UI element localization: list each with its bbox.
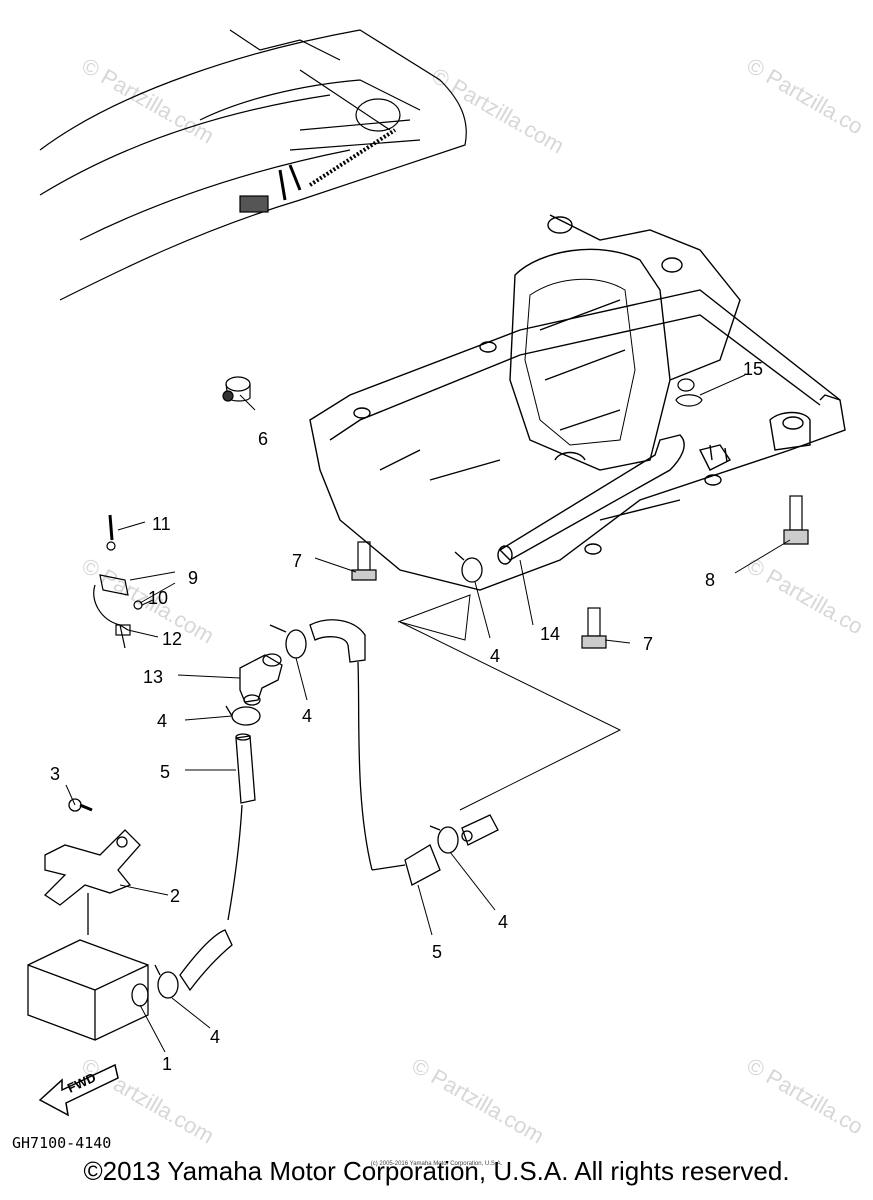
callout-3: 3	[50, 764, 60, 784]
callout-2: 2	[170, 886, 180, 906]
watermark: © Partzilla.com	[408, 1053, 549, 1149]
hose-14	[497, 434, 685, 565]
callout-1: 1	[162, 1054, 172, 1074]
callout-14: 14	[540, 624, 560, 644]
callout-11: 11	[152, 514, 171, 534]
watermark: © Partzilla.com	[78, 53, 219, 149]
callout-4: 4	[498, 912, 508, 932]
callout-5: 5	[432, 942, 442, 962]
callout-9: 9	[188, 568, 198, 588]
callouts: 6 15 7 7 8 14 4 11 9 10 12 13 4 4 5 3 2 …	[50, 359, 763, 1074]
callout-10: 10	[148, 588, 168, 608]
callout-4: 4	[210, 1027, 220, 1047]
callout-4: 4	[302, 706, 312, 726]
callout-13: 13	[143, 667, 163, 687]
hull-illustration	[39, 29, 467, 301]
hose-clamps-4	[154, 551, 483, 999]
diagram-code: GH7100-4140	[12, 1134, 111, 1152]
callout-8: 8	[705, 570, 715, 590]
callout-12: 12	[162, 629, 182, 649]
tiny-notice: (c) 2005-2016 Yamaha Motor Corporation, …	[370, 1161, 503, 1167]
bolts	[351, 495, 809, 649]
callout-6: 6	[258, 429, 268, 449]
copyright-footer: ©2013 Yamaha Motor Corporation, U.S.A. A…	[83, 1156, 790, 1186]
hose-5	[227, 619, 499, 921]
watermark: © Partzilla.co	[743, 1053, 868, 1140]
callout-4: 4	[490, 646, 500, 666]
elbow-fitting-13	[239, 653, 283, 706]
callout-15: 15	[743, 359, 763, 379]
hose-clip-assembly	[93, 514, 143, 649]
leader-lines	[65, 374, 791, 1053]
grommet-6	[222, 376, 251, 402]
bracket-2	[43, 798, 141, 935]
callout-7: 7	[292, 551, 302, 571]
watermark: © Partzilla.co	[743, 53, 868, 140]
watermark: © Partzilla.com	[428, 63, 569, 159]
callout-7: 7	[643, 634, 653, 654]
clamp-15	[675, 378, 703, 407]
hose-curve	[179, 929, 233, 992]
jet-pump-housing	[309, 214, 846, 591]
callout-5: 5	[160, 762, 170, 782]
water-box-1	[27, 939, 149, 1041]
watermark: © Partzilla.co	[743, 553, 868, 640]
callout-4: 4	[157, 711, 167, 731]
